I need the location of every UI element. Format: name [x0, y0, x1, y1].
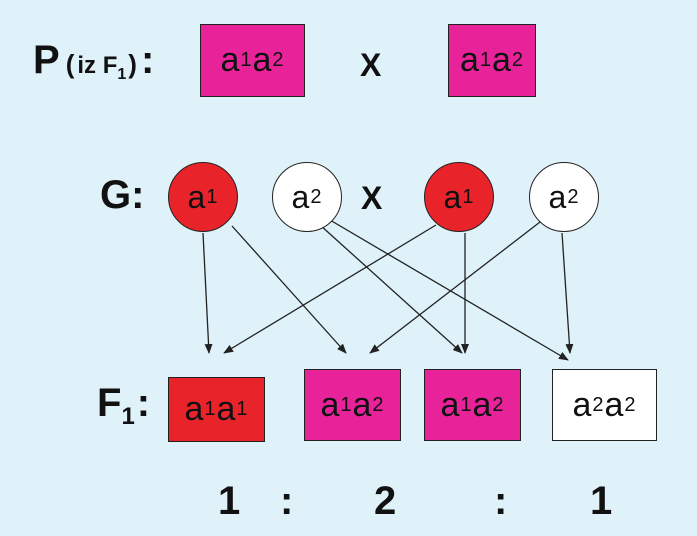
parent-label-iz: iz F — [77, 52, 118, 79]
ratio-value-2: 2 — [374, 479, 397, 523]
allele: a — [492, 41, 511, 79]
allele-subscript: 2 — [310, 185, 322, 208]
parent-label-iz-sub: 1 — [117, 66, 127, 83]
allele: a — [548, 178, 567, 215]
allele: a — [443, 178, 462, 215]
allele-subscript: 2 — [372, 393, 384, 416]
offspring-label-colon: : — [136, 381, 151, 425]
allele-subscript: 2 — [567, 185, 579, 208]
offspring-label-main: F — [97, 381, 122, 425]
arrow-g3-to-f1 — [223, 224, 437, 354]
allele-subscript: 1 — [479, 49, 491, 71]
parent-cross-symbol: X — [360, 47, 382, 83]
allele: a — [220, 41, 240, 79]
ratio-value-1: 1 — [218, 479, 241, 523]
offspring-label: F 1 : — [97, 381, 151, 430]
allele: a — [320, 385, 340, 424]
parent-label-main: P — [33, 38, 60, 82]
allele: a — [472, 385, 492, 424]
arrow-g1-to-f1 — [202, 232, 213, 354]
allele: a — [440, 385, 460, 424]
allele-subscript: 1 — [206, 185, 218, 208]
arrow-g2-to-f4 — [329, 219, 569, 361]
allele-subscript: 1 — [462, 185, 474, 208]
arrow-g1-to-f2 — [231, 225, 347, 354]
offspring-label-sub: 1 — [121, 403, 135, 430]
allele: a — [352, 385, 372, 424]
parent-label-paren-open: ( — [65, 49, 75, 79]
allele: a — [291, 178, 310, 215]
allele-subscript: 1 — [240, 49, 252, 71]
allele: a — [572, 385, 592, 424]
allele-subscript: 1 — [236, 398, 248, 420]
parent-label-colon: : — [140, 38, 155, 82]
allele-subscript: 1 — [204, 398, 216, 420]
allele: a — [184, 390, 204, 428]
allele: a — [252, 41, 272, 79]
allele: a — [187, 178, 206, 215]
ratio-separator-1: : — [280, 479, 294, 523]
arrow-g4-to-f4 — [561, 232, 574, 354]
allele-subscript: 1 — [460, 393, 472, 416]
allele-subscript: 2 — [511, 49, 524, 71]
allele-subscript: 2 — [624, 393, 636, 416]
arrow-g4-to-f2b — [369, 221, 541, 354]
parent-label-paren-close: ) — [128, 49, 137, 79]
allele: a — [459, 41, 479, 79]
gamete-label: G: — [100, 173, 145, 217]
allele-subscript: 2 — [492, 393, 504, 416]
allele-subscript: 2 — [272, 49, 284, 71]
allele-subscript: 2 — [592, 393, 604, 416]
arrow-g2-to-f2 — [319, 224, 463, 354]
allele: a — [216, 390, 236, 428]
parent-label: P ( iz F 1 ) : — [33, 38, 154, 83]
ratio-value-3: 1 — [590, 479, 613, 523]
gamete-cross-symbol: X — [361, 180, 383, 216]
allele-subscript: 1 — [340, 393, 352, 416]
allele: a — [604, 385, 624, 424]
ratio-separator-2: : — [494, 479, 508, 523]
